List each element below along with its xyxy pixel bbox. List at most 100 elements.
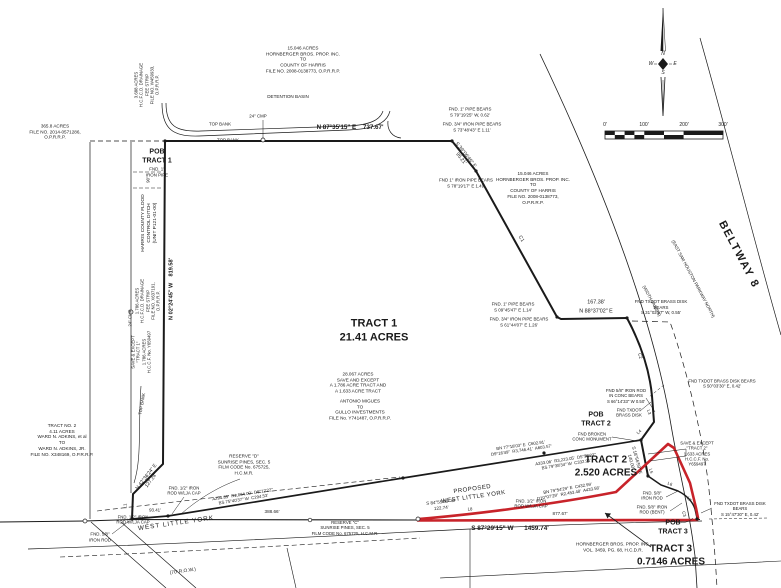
tract-3-title: TRACT 3 0.7146 ACRES bbox=[637, 543, 705, 568]
leader-reserve-d bbox=[180, 478, 241, 515]
bearing-n8837: N 88°37'02" E bbox=[579, 308, 613, 315]
scale-bar bbox=[604, 130, 724, 140]
scale-tick-200: 200' bbox=[679, 121, 689, 128]
beltway-8-name: BELTWAY 8 bbox=[716, 218, 762, 291]
compass-n-label: N bbox=[661, 50, 665, 57]
reserve-d-note: RESERVE "D" SUNRISE PINES, SEC. 5 FILM C… bbox=[217, 453, 271, 476]
fnd-lja-note-3: FND. 1/2" IRON ROD W/LJA CAP bbox=[514, 498, 548, 509]
scale-tick-0: 0' bbox=[603, 121, 607, 128]
fnd-pipe-note-ne-1: FND. 1" PIPE BEARS S 79°19'25" W, 0.62' bbox=[448, 106, 492, 118]
tract3-highlight-outline bbox=[416, 442, 700, 522]
dist-877-label: 877.67' bbox=[552, 511, 568, 517]
tract1-north-east-boundary-line bbox=[165, 140, 628, 321]
leader-fnd-txdot-s50-dash bbox=[648, 384, 665, 398]
fnd-broken-monument-note: FND BROKEN CONC MONUMENT bbox=[572, 431, 612, 442]
detention-basin-label: DETENTION BASIN bbox=[267, 94, 309, 100]
fnd-pipe-note-ne-2: FND. 3/4" IRON PIPE BEARS S 73°48'43" E … bbox=[442, 121, 502, 133]
beltway-dashed-curve bbox=[631, 320, 718, 588]
fnd-pipe-note-ne-3: FND 1" IRON PIPE BEARS S 78°19'17" E 1.4… bbox=[439, 177, 493, 189]
fnd-pipe-note-e-1: FND. 1" PIPE BEARS S 09°45'47" E 1.14' bbox=[491, 301, 535, 313]
dist-93-label: 93.41' bbox=[149, 507, 161, 513]
cmp-24-north-label: 24" CMP bbox=[249, 113, 267, 119]
leader-save-except-2 bbox=[647, 448, 687, 462]
west-line-bearing: N 02°24'45" W 819.58' bbox=[168, 258, 175, 320]
wly-south-row-line bbox=[27, 520, 703, 550]
beltway-west-row-curve bbox=[539, 53, 698, 588]
north-arrow-icon bbox=[654, 7, 672, 117]
wly-dashed-line bbox=[59, 537, 421, 558]
dim-90-ticks bbox=[133, 171, 163, 189]
fnd-txdot-disk-note: FND TXDOT BRASS DISK bbox=[616, 407, 642, 418]
top-bank-arc-2 bbox=[165, 102, 384, 132]
line-label-l3: L3 bbox=[646, 408, 653, 415]
scale-tick-300: 300' bbox=[718, 121, 728, 128]
survey-open-circles bbox=[82, 137, 421, 524]
leader-fnd-txdot-t3-dash bbox=[708, 517, 769, 520]
beltway-east-curve bbox=[699, 37, 781, 336]
dist-167-label: 167.38' bbox=[587, 299, 605, 306]
line-label-l1: L1 bbox=[122, 503, 128, 509]
ditch-dashed-curve bbox=[96, 476, 401, 512]
curve-label-c3: C3 bbox=[681, 510, 688, 518]
fnd-rod-sw-note: FND. 5/8" IRON ROD bbox=[89, 531, 111, 543]
tract-1-note-1: 28.067 ACRES SAVE AND EXCEPT A 1.786 ACR… bbox=[329, 371, 387, 394]
parcel-note-3658: 365.8 ACRES FILE NO. 2014-0571286, O.P.R… bbox=[29, 123, 81, 140]
fnd-rod-conc-note: FND 5/8" IRON ROD IN CONC BEARS S 66°14'… bbox=[605, 387, 647, 404]
save-except-tract-2-note: SAVE & EXCEPT "TRACT 2" 1.633 ACRES H.C.… bbox=[680, 440, 714, 468]
cross-street-lines bbox=[90, 521, 197, 588]
wly-road-name: WEST LITTLE YORK bbox=[137, 514, 215, 532]
line-label-l5: L5 bbox=[648, 467, 655, 474]
pob-tract-2-label: POB TRACT 2 bbox=[581, 411, 611, 427]
fnd-lja-note-1: FND. 1/2" IRON ROD W/LJA CAP bbox=[167, 485, 201, 496]
top-bank-label-a: TOP BANK bbox=[208, 121, 232, 127]
leader-fnd-rod-t3 bbox=[665, 490, 683, 512]
fnd-txdot-t3-note: FND TXDOT BRASS DISK BEARS S 15°47'30" E… bbox=[714, 500, 766, 517]
fnd-lja-note-2: FND. 1/2" IRON ROD W/LJA CAP bbox=[116, 514, 150, 525]
scale-tick-100: 100' bbox=[639, 121, 649, 128]
hornberger-vol-note: HORNBERGER BROS. PROP. INC. VOL. 3459, P… bbox=[576, 541, 650, 552]
bearing-s8729: S 87°29'15" W 1459.74' bbox=[471, 525, 549, 532]
parcel-note-15046-mid: 15.046 ACRES HORNBERGER BROS. PROP. INC.… bbox=[496, 170, 570, 205]
line-label-l8: L8 bbox=[467, 506, 473, 512]
south-parcel-line bbox=[439, 560, 781, 579]
top-bank-label-b: TOP BANK bbox=[216, 137, 240, 143]
strip-note-1786: 1.786 ACRES H.C.F.C.D. DRAINAGE FEE STRI… bbox=[134, 278, 162, 324]
fnd-rod-t3-note-b: FND. 5/8" IRON ROD (BENT) bbox=[636, 504, 668, 515]
cmp-24-west-label: 24" CMP bbox=[127, 309, 133, 327]
reserve-c-note: RESERVE "C" SUNRISE PINES, SEC. 5 FILM C… bbox=[311, 519, 379, 536]
fnd-txdot-s50-note: FND TXDOT BRASS DISK BEARS S 50°03'30" E… bbox=[688, 378, 756, 389]
tract-1-title: TRACT 1 21.41 ACRES bbox=[339, 317, 409, 343]
compass-s-label: S bbox=[661, 69, 665, 76]
leader-fnd-txdot-disk bbox=[639, 401, 652, 412]
pob-tract-1-label: POB TRACT 1 bbox=[142, 148, 172, 164]
wly-road-row: (70' R.O.W.) bbox=[169, 567, 197, 576]
fnd-txdot-note-ne: FND TXDOT BRASS DISK BEARS S 31°02'57" W… bbox=[634, 298, 688, 315]
leader-pob-tract-3 bbox=[671, 517, 694, 523]
leader-fnd-txdot-t3 bbox=[700, 507, 713, 514]
leader-fnd-rod-sw bbox=[111, 520, 130, 535]
adkins-parcel-note: TRACT NO. 2 4.11 ACRES WARD N. ADKINS, e… bbox=[30, 422, 94, 457]
tract-1-note-2: ANTONIO MIGUES TO GULLO INVESTMENTS FILE… bbox=[329, 398, 391, 421]
lot-lines bbox=[286, 529, 471, 588]
leader-fnd-lja-1 bbox=[171, 496, 185, 515]
dim-90-label: 90' bbox=[145, 177, 151, 183]
compass-e-label: E bbox=[673, 60, 677, 67]
top-bank-hook bbox=[387, 120, 402, 139]
fnd-pipe-note-e-2: FND. 3/4" IRON PIPE BEARS S 61°44'07" E … bbox=[489, 316, 549, 328]
parcel-note-15046-north: 15.046 ACRES HORNBERGER BROS. PROP. INC.… bbox=[265, 45, 341, 74]
leader-fnd-broken bbox=[611, 436, 638, 442]
fnd-rod-t3-note-a: FND. 5/8" IRON ROD bbox=[641, 490, 663, 501]
tract-2-title: TRACT 2 2.520 ACRES bbox=[574, 454, 638, 479]
tract3-leader-arrow-line bbox=[604, 512, 652, 548]
save-except-tract-1-note: SAVE & EXCEPT "TRACT 1" 1.786 ACRES H.C.… bbox=[130, 330, 152, 374]
ditch-bank-curve bbox=[133, 385, 142, 484]
pob-tract-3-label: POB TRACT 3 bbox=[658, 519, 688, 535]
top-bank-arc-1 bbox=[161, 102, 391, 137]
tract3-leader-arrowhead bbox=[605, 513, 611, 519]
leader-fnd-rod-conc bbox=[645, 397, 656, 413]
strip-note-3688: 3.688 ACRES H.C.F.C.D. DRAINAGE FEE STRI… bbox=[133, 62, 161, 108]
flood-control-ditch-label: HARRIS COUNTY FLOOD CONTROL DITCH (UNIT … bbox=[141, 194, 158, 252]
compass-w-label: W bbox=[648, 60, 654, 67]
